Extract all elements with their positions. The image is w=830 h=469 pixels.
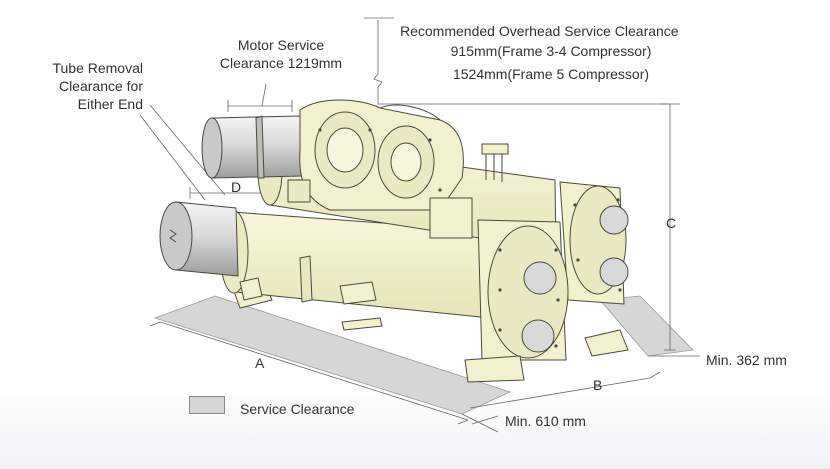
legend-swatch bbox=[189, 396, 225, 414]
tube-removal-label-line3: Either End bbox=[77, 96, 143, 112]
overhead-clearance-title: Recommended Overhead Service Clearance bbox=[400, 23, 679, 39]
motor-service-label-line2: Clearance 1219mm bbox=[219, 55, 343, 71]
dimension-lines bbox=[139, 17, 700, 433]
dimension-d-label: D bbox=[231, 179, 242, 195]
legend-label: Service Clearance bbox=[240, 401, 355, 417]
overhead-clearance-frame34: 915mm(Frame 3-4 Compressor) bbox=[450, 43, 652, 59]
overhead-clearance-frame5: 1524mm(Frame 5 Compressor) bbox=[452, 66, 650, 82]
chiller-unit bbox=[159, 99, 629, 383]
service-clearance-area bbox=[153, 295, 694, 415]
motor-service-label-line1: Motor Service bbox=[237, 37, 325, 53]
dimension-b-label: B bbox=[593, 377, 603, 393]
tube-removal-label-line2: Clearance for bbox=[58, 78, 143, 94]
min-362-label: Min. 362 mm bbox=[706, 352, 787, 368]
tube-removal-label-line1: Tube Removal bbox=[52, 60, 143, 76]
dimension-a-label: A bbox=[255, 355, 265, 371]
min-610-label: Min. 610 mm bbox=[505, 413, 586, 429]
dimension-c-label: C bbox=[666, 215, 677, 231]
